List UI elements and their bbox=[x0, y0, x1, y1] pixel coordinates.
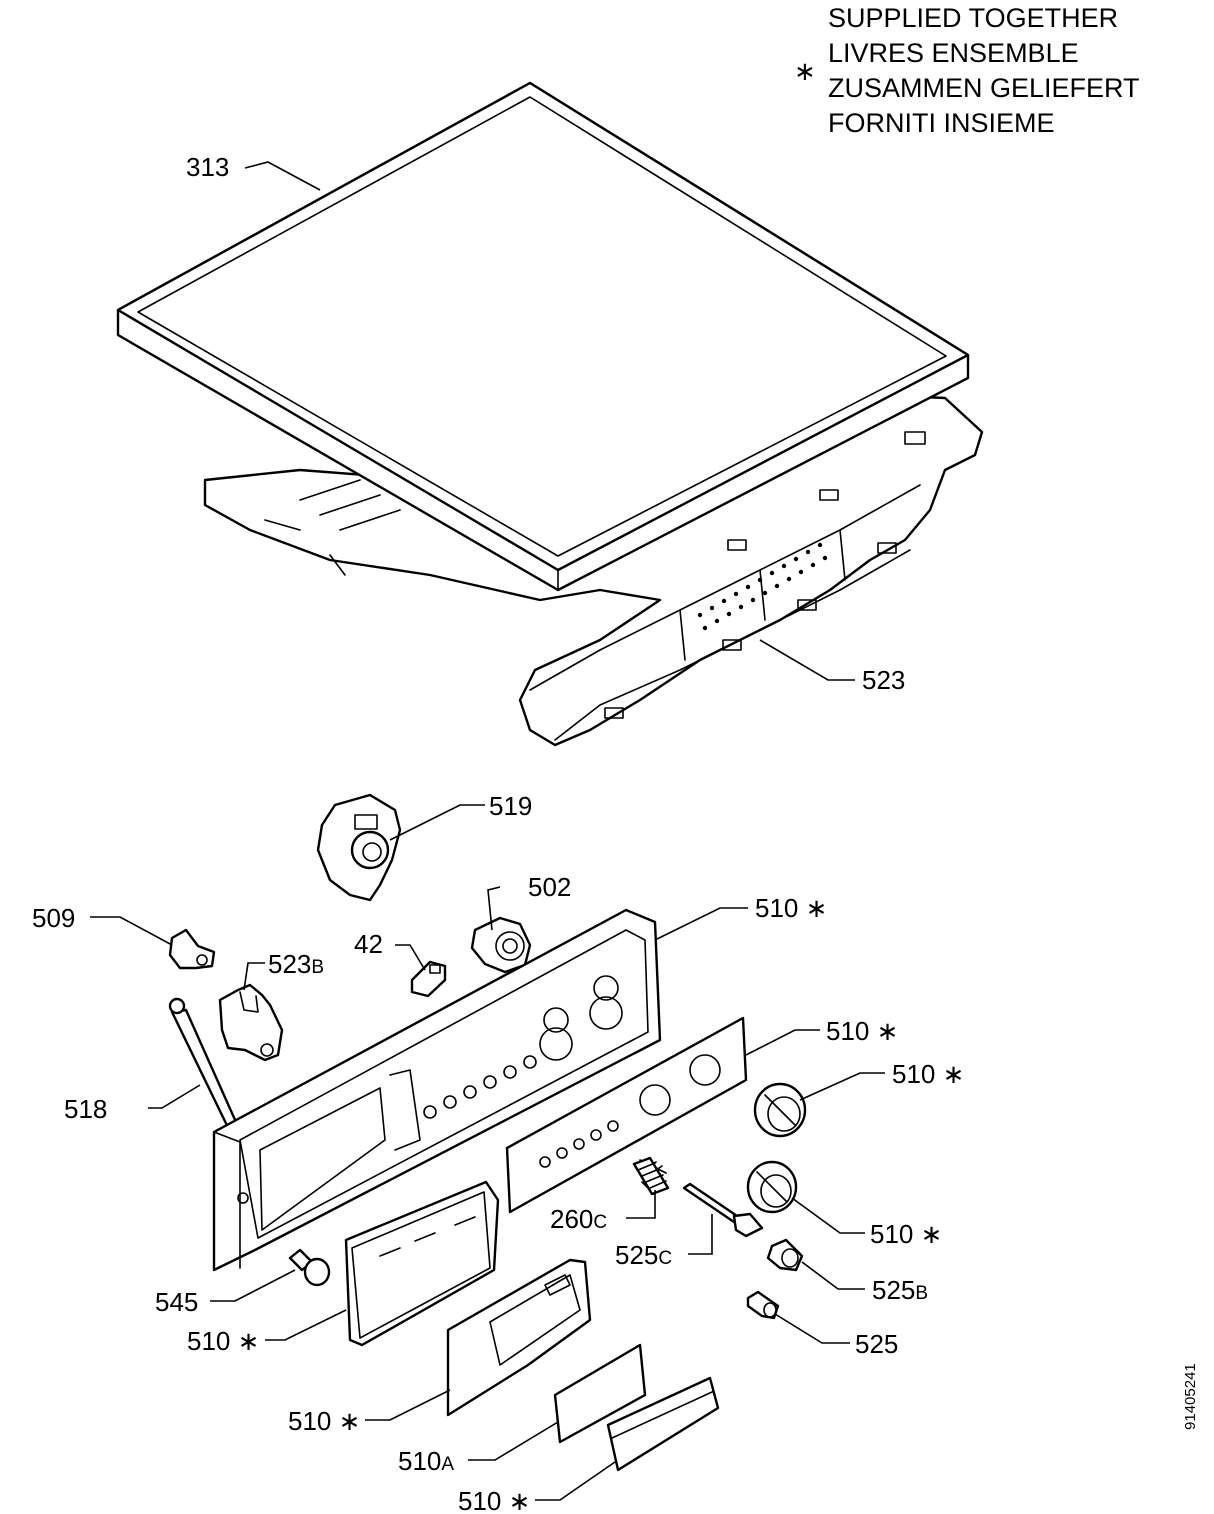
callout-260c: 260C bbox=[550, 1204, 607, 1234]
part-510-faceplate bbox=[505, 1016, 748, 1214]
part-525c-pin bbox=[682, 1182, 764, 1238]
part-510-knob-lower bbox=[746, 1160, 798, 1214]
leader-lines bbox=[90, 161, 885, 1501]
callout-510-panel: 510 ∗ bbox=[755, 893, 827, 923]
callout-523: 523 bbox=[862, 665, 905, 695]
legend-asterisk: ∗ bbox=[794, 57, 816, 87]
callout-525b: 525B bbox=[872, 1275, 928, 1305]
callout-502: 502 bbox=[528, 872, 571, 902]
part-42-switch bbox=[410, 960, 447, 998]
callout-518: 518 bbox=[64, 1094, 107, 1124]
part-509-latch bbox=[168, 928, 216, 970]
part-313-worktop bbox=[116, 81, 970, 592]
callout-545: 545 bbox=[155, 1287, 198, 1317]
faceplate-led-holes bbox=[539, 1120, 619, 1168]
document-id: 91405241 bbox=[1182, 1363, 1199, 1430]
legend-line-1: SUPPLIED TOGETHER bbox=[828, 3, 1118, 33]
callout-510-drawer-front: 510 ∗ bbox=[187, 1326, 259, 1356]
callout-labels: 313 523 519 502 509 42 523B 510 ∗ 510 ∗ … bbox=[32, 152, 964, 1514]
callout-510-knob-lower: 510 ∗ bbox=[870, 1219, 942, 1249]
part-525b-button bbox=[766, 1238, 804, 1272]
callout-523b: 523B bbox=[268, 949, 324, 979]
callout-510-cover: 510 ∗ bbox=[458, 1486, 530, 1514]
part-523b-bracket bbox=[218, 983, 284, 1062]
callout-42: 42 bbox=[354, 929, 383, 959]
callout-525c: 525C bbox=[615, 1240, 672, 1270]
part-510-handle bbox=[446, 1258, 592, 1417]
part-525-button bbox=[746, 1290, 780, 1320]
part-510-control-panel bbox=[212, 908, 662, 1272]
part-510-drawer-front bbox=[344, 1180, 500, 1347]
callout-510a: 510A bbox=[398, 1446, 454, 1476]
legend-line-4: FORNITI INSIEME bbox=[828, 108, 1055, 138]
callout-509: 509 bbox=[32, 903, 75, 933]
callout-313: 313 bbox=[186, 152, 229, 182]
callout-525: 525 bbox=[855, 1329, 898, 1359]
part-510a-insert bbox=[553, 1343, 647, 1444]
legend-line-3: ZUSAMMEN GELIEFERT bbox=[828, 73, 1140, 103]
tray-vent-holes bbox=[697, 542, 828, 631]
part-545-plug bbox=[288, 1248, 331, 1287]
part-510-knob-upper bbox=[753, 1082, 807, 1138]
legend: ∗ SUPPLIED TOGETHER LIVRES ENSEMBLE ZUSA… bbox=[794, 3, 1140, 138]
part-260c-spring bbox=[632, 1156, 670, 1196]
part-519-switch bbox=[316, 793, 402, 902]
callout-519: 519 bbox=[489, 791, 532, 821]
panel-led-holes bbox=[423, 1055, 537, 1119]
legend-line-2: LIVRES ENSEMBLE bbox=[828, 38, 1079, 68]
callout-510-faceplate: 510 ∗ bbox=[826, 1016, 898, 1046]
part-510-cover bbox=[606, 1376, 720, 1472]
part-502-bushing bbox=[470, 916, 532, 974]
callout-510-handle: 510 ∗ bbox=[288, 1406, 360, 1436]
callout-510-knob-upper: 510 ∗ bbox=[892, 1059, 964, 1089]
